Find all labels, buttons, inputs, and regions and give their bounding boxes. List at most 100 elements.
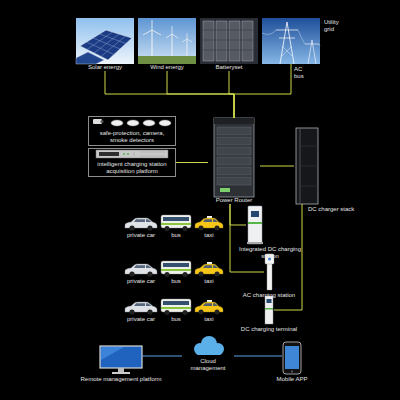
- rack-unit-image: [123, 153, 125, 155]
- charging-station: DC charging terminal: [264, 296, 274, 324]
- vehicle-icon: private car: [124, 262, 158, 285]
- client-device: Mobile APP: [282, 342, 302, 374]
- node-caption: Utility grid: [324, 19, 346, 33]
- dc-charger-cabinet: [296, 128, 318, 204]
- charging-station: Integrated DC charging station: [246, 206, 264, 244]
- power-line: [230, 204, 246, 225]
- power-router-cabinet: [217, 167, 251, 175]
- charging-station: AC charging station: [264, 254, 274, 290]
- rack-unit-image: [140, 156, 165, 157]
- vehicle-icons: [125, 215, 223, 315]
- equipment-box: safe-protection, camera, smoke detectors: [88, 116, 176, 146]
- rack-unit-image: [99, 152, 119, 156]
- vehicle-icon: private car: [124, 300, 158, 323]
- utility-grid-photo: [262, 18, 320, 64]
- charging-station-icons: [265, 308, 273, 310]
- security-devices-image: [159, 120, 171, 126]
- power-router-cabinet: [217, 177, 251, 185]
- equipment-box: intelligent charging station acquisition…: [88, 148, 176, 177]
- battery-cabinet-photo: [203, 40, 253, 41]
- wind-turbine-photo: [138, 18, 196, 64]
- power-line: [105, 71, 234, 118]
- battery-cabinet-photo: [203, 21, 214, 61]
- charging-station-icons: [251, 211, 259, 217]
- rack-unit-image: [96, 150, 168, 158]
- source-photo: Utility grid: [262, 18, 320, 64]
- node-caption: Integrated DC charging station: [238, 246, 302, 260]
- rack-unit-image: [140, 152, 165, 153]
- wind-turbine-photo: [152, 20, 153, 30]
- vehicle-icons: [125, 302, 157, 315]
- node-caption: Batteryset: [200, 64, 258, 71]
- wind-turbine-photo: [187, 39, 188, 56]
- dc-charger-cabinet: [300, 186, 318, 187]
- source-photo: Wind energy: [138, 18, 196, 71]
- client-devices: [283, 342, 301, 374]
- battery-cabinet-photo: [200, 18, 258, 64]
- source-photo: Solar energy: [76, 18, 134, 71]
- node-caption: Solar energy: [76, 64, 134, 71]
- client-devices: [118, 368, 124, 372]
- charging-station-icons: [248, 206, 262, 244]
- node-caption: AC charging station: [234, 292, 304, 299]
- data-link: [234, 356, 282, 357]
- node-caption: DC charger stack: [308, 206, 368, 213]
- data-link: [142, 356, 182, 357]
- power-router-cabinet: [217, 147, 251, 155]
- charging-station-icons: [267, 299, 272, 303]
- vehicle-icon: bus: [160, 298, 192, 323]
- security-devices-image: [111, 120, 123, 126]
- charging-station-icons: [265, 296, 273, 324]
- wind-turbine-photo: [152, 30, 161, 35]
- security-devices-image: [143, 120, 155, 126]
- node-caption: bus: [160, 316, 192, 323]
- power-router-cabinet: [217, 137, 251, 145]
- security-devices-image: [101, 120, 104, 123]
- node-caption: taxi: [194, 278, 224, 285]
- solar-panel-photo: [76, 52, 104, 64]
- wind-turbine-photo: [187, 33, 188, 39]
- charger-cabinet: DC charger stack: [294, 128, 320, 204]
- wind-turbine-photo: [138, 18, 196, 64]
- vehicle-icon: taxi: [194, 216, 224, 239]
- client-devices: [101, 347, 124, 360]
- charging-station-icons: [248, 222, 262, 224]
- vehicle-icon: private car: [124, 216, 158, 239]
- utility-grid-photo: [262, 30, 320, 46]
- power-router-cabinet: [214, 118, 254, 197]
- battery-cabinet-photo: [200, 18, 258, 64]
- power-router-cabinet: [217, 127, 251, 135]
- utility-grid-photo: [305, 44, 319, 45]
- client-devices: [196, 348, 222, 355]
- battery-cabinet-photo: [203, 50, 253, 51]
- dc-charger-cabinet: [300, 146, 318, 147]
- node-caption: Power Router: [208, 197, 260, 204]
- client-devices: [285, 346, 299, 369]
- vehicle-icons: [125, 264, 157, 277]
- utility-grid-photo: [262, 18, 320, 64]
- power-line: [176, 162, 208, 163]
- power-router-cabinet: [217, 157, 251, 165]
- vehicle-icons: [161, 299, 191, 315]
- node-caption: bus: [160, 278, 192, 285]
- client-device: Remote management platform: [100, 346, 142, 374]
- source-photo: Batteryset: [200, 18, 258, 71]
- client-devices: [100, 336, 301, 374]
- vehicle-icon: taxi: [194, 300, 224, 323]
- rack-unit-image: [127, 153, 129, 155]
- node-caption: Cloud management: [182, 358, 234, 372]
- utility-grid-photo: [276, 30, 298, 31]
- vehicle-icons: [161, 215, 191, 231]
- power-line: [230, 204, 264, 272]
- battery-cabinet-photo: [216, 21, 227, 61]
- power-line: [260, 166, 294, 167]
- battery-cabinet-photo: [242, 21, 253, 61]
- node-caption: private car: [124, 278, 158, 285]
- power-router-cabinet: [214, 118, 254, 197]
- wind-turbine-photo: [172, 34, 173, 56]
- vehicle-icons: [161, 261, 191, 277]
- wind-turbine-photo: [182, 39, 187, 42]
- wind-turbine-photo: [187, 39, 192, 42]
